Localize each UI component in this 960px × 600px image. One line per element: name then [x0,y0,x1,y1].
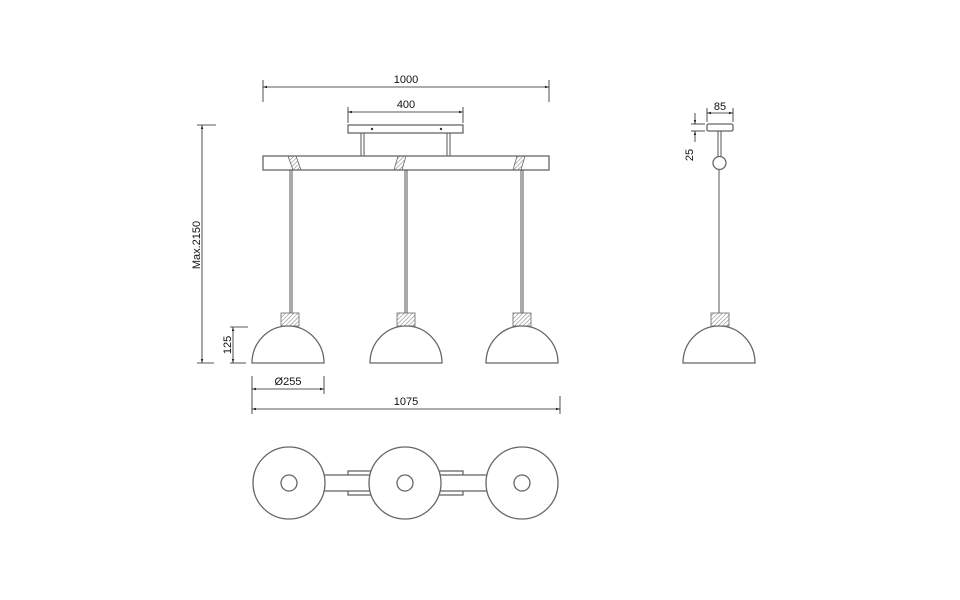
ceiling-canopy [347,124,464,134]
pendant-3 [485,170,559,364]
dim-400: 400 [347,99,464,123]
pendant-2 [369,170,443,364]
dim-1075: 1075 [252,396,561,414]
svg-text:125: 125 [222,336,234,354]
svg-text:25: 25 [684,149,696,161]
dim-25: 25 [684,113,705,161]
svg-text:1000: 1000 [394,74,418,86]
front-view: 1000 400 Max.2150 125 Ø255 1075 [191,74,561,414]
dim-diameter: Ø255 [251,376,325,414]
svg-text:Ø255: Ø255 [275,376,302,388]
svg-text:1075: 1075 [394,396,418,408]
dim-85: 85 [706,101,734,122]
cord-wraps [287,155,526,171]
bottom-view [252,446,559,520]
svg-text:85: 85 [714,101,726,113]
svg-text:400: 400 [397,99,415,111]
wooden-bar [262,155,550,171]
dim-1000: 1000 [262,74,550,102]
side-view: 85 25 [682,101,756,364]
dim-max-height: Max.2150 [191,124,216,364]
svg-text:Max.2150: Max.2150 [191,221,203,269]
pendant-shades [251,170,559,364]
dim-125: 125 [222,326,248,364]
pendant-1 [251,170,325,364]
